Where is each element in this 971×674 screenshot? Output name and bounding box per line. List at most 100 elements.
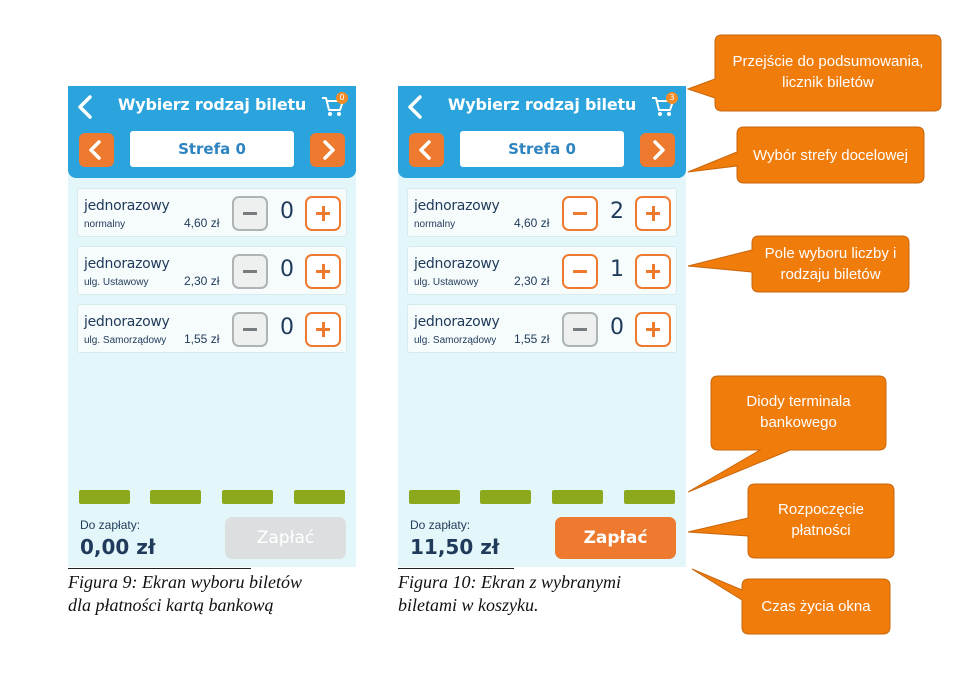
decrease-button[interactable] <box>562 254 598 289</box>
terminal-leds <box>409 490 675 504</box>
callout-field-text: Pole wyboru liczby i rodzaju biletów <box>752 243 909 285</box>
callout-payment-text: Rozpoczęcie płatności <box>748 499 894 541</box>
ticket-price: 4,60 zł <box>514 216 550 230</box>
increase-button[interactable] <box>635 312 671 347</box>
increase-button[interactable] <box>305 196 341 231</box>
ticket-price: 1,55 zł <box>184 332 220 346</box>
cart-button[interactable]: 3 <box>650 92 678 119</box>
screen-filled-cart: Wybierz rodzaj biletu 3 Strefa 0 jednora… <box>398 86 686 567</box>
amount-due-label: Do zapłaty: <box>80 518 141 532</box>
back-arrow-icon[interactable] <box>75 94 97 120</box>
minus-icon <box>573 270 587 273</box>
ticket-quantity: 0 <box>280 315 294 340</box>
ticket-type: normalny <box>414 219 456 230</box>
zone-next-button[interactable] <box>310 133 345 167</box>
ticket-list: jednorazowy normalny 4,60 zł 2 jednorazo… <box>407 188 677 362</box>
minus-icon <box>573 212 587 215</box>
ticket-type: ulg. Samorządowy <box>414 335 497 346</box>
decrease-button[interactable] <box>562 196 598 231</box>
zone-selector[interactable]: Strefa 0 <box>130 131 294 167</box>
ticket-type: ulg. Ustawowy <box>414 277 479 288</box>
terminal-led <box>409 490 460 504</box>
minus-icon <box>243 328 257 331</box>
minus-icon <box>573 328 587 331</box>
increase-button[interactable] <box>305 312 341 347</box>
minus-icon <box>243 270 257 273</box>
ticket-type: ulg. Samorządowy <box>84 335 167 346</box>
ticket-price: 2,30 zł <box>184 274 220 288</box>
zone-prev-button[interactable] <box>409 133 444 167</box>
callout-line: Diody terminala <box>746 393 851 410</box>
increase-button[interactable] <box>305 254 341 289</box>
header: Wybierz rodzaj biletu 0 Strefa 0 <box>68 86 356 178</box>
callout-leds-text: Diody terminala bankowego <box>711 391 886 433</box>
increase-button[interactable] <box>635 196 671 231</box>
terminal-led <box>79 490 130 504</box>
header: Wybierz rodzaj biletu 3 Strefa 0 <box>398 86 686 178</box>
window-lifetime-bar <box>398 568 514 569</box>
terminal-led <box>480 490 531 504</box>
zone-prev-button[interactable] <box>79 133 114 167</box>
terminal-leds <box>79 490 345 504</box>
zone-next-button[interactable] <box>640 133 675 167</box>
chevron-right-icon <box>323 140 335 160</box>
screen-title: Wybierz rodzaj biletu <box>117 95 307 114</box>
amount-due-value: 11,50 zł <box>410 535 500 559</box>
terminal-led <box>294 490 345 504</box>
ticket-row: jednorazowy ulg. Samorządowy 1,55 zł 0 <box>407 304 677 353</box>
decrease-button[interactable] <box>232 312 268 347</box>
ticket-quantity: 1 <box>610 257 624 282</box>
terminal-led <box>624 490 675 504</box>
callout-line: płatności <box>791 522 851 539</box>
terminal-led <box>222 490 273 504</box>
ticket-name: jednorazowy <box>414 314 500 330</box>
window-lifetime-bar <box>68 568 251 569</box>
ticket-price: 2,30 zł <box>514 274 550 288</box>
callout-line: Rozpoczęcie <box>778 501 864 518</box>
callout-line: Przejście do podsumowania, <box>732 53 924 70</box>
decrease-button[interactable] <box>232 254 268 289</box>
callout-line: bankowego <box>760 414 837 431</box>
callout-lifetime-text: Czas życia okna <box>761 598 871 615</box>
screen-empty-cart: Wybierz rodzaj biletu 0 Strefa 0 jednora… <box>68 86 356 567</box>
ticket-quantity: 2 <box>610 199 624 224</box>
callout-line: Pole wyboru liczby i <box>764 245 897 262</box>
chevron-left-icon <box>419 140 431 160</box>
callout-line: licznik biletów <box>782 74 874 91</box>
ticket-name: jednorazowy <box>84 256 170 272</box>
chevron-right-icon <box>653 140 665 160</box>
back-arrow-icon[interactable] <box>405 94 427 120</box>
callout-line: rodzaju biletów <box>780 266 881 283</box>
ticket-quantity: 0 <box>280 199 294 224</box>
ticket-price: 1,55 zł <box>514 332 550 346</box>
figure-caption-9: Figura 9: Ekran wyboru biletów dla płatn… <box>68 571 302 617</box>
decrease-button[interactable] <box>562 312 598 347</box>
pay-button[interactable]: Zapłać <box>225 517 346 559</box>
caption-line: Figura 9: Ekran wyboru biletów <box>68 572 302 592</box>
ticket-price: 4,60 zł <box>184 216 220 230</box>
increase-button[interactable] <box>635 254 671 289</box>
ticket-list: jednorazowy normalny 4,60 zł 0 jednorazo… <box>77 188 347 362</box>
ticket-name: jednorazowy <box>414 198 500 214</box>
ticket-row: jednorazowy normalny 4,60 zł 0 <box>77 188 347 237</box>
ticket-name: jednorazowy <box>414 256 500 272</box>
screen-title: Wybierz rodzaj biletu <box>447 95 637 114</box>
pay-button[interactable]: Zapłać <box>555 517 676 559</box>
zone-selector[interactable]: Strefa 0 <box>460 131 624 167</box>
minus-icon <box>243 212 257 215</box>
cart-count-badge: 3 <box>666 92 678 104</box>
terminal-led <box>150 490 201 504</box>
chevron-left-icon <box>89 140 101 160</box>
cart-button[interactable]: 0 <box>320 92 348 119</box>
terminal-led <box>552 490 603 504</box>
cart-count-badge: 0 <box>336 92 348 104</box>
ticket-row: jednorazowy ulg. Samorządowy 1,55 zł 0 <box>77 304 347 353</box>
ticket-row: jednorazowy ulg. Ustawowy 2,30 zł 0 <box>77 246 347 295</box>
callout-zone-text: Wybór strefy docelowej <box>753 147 908 164</box>
ticket-type: normalny <box>84 219 126 230</box>
ticket-quantity: 0 <box>610 315 624 340</box>
decrease-button[interactable] <box>232 196 268 231</box>
ticket-row: jednorazowy ulg. Ustawowy 2,30 zł 1 <box>407 246 677 295</box>
ticket-quantity: 0 <box>280 257 294 282</box>
callout-summary-text: Przejście do podsumowania, licznik bilet… <box>715 51 941 93</box>
